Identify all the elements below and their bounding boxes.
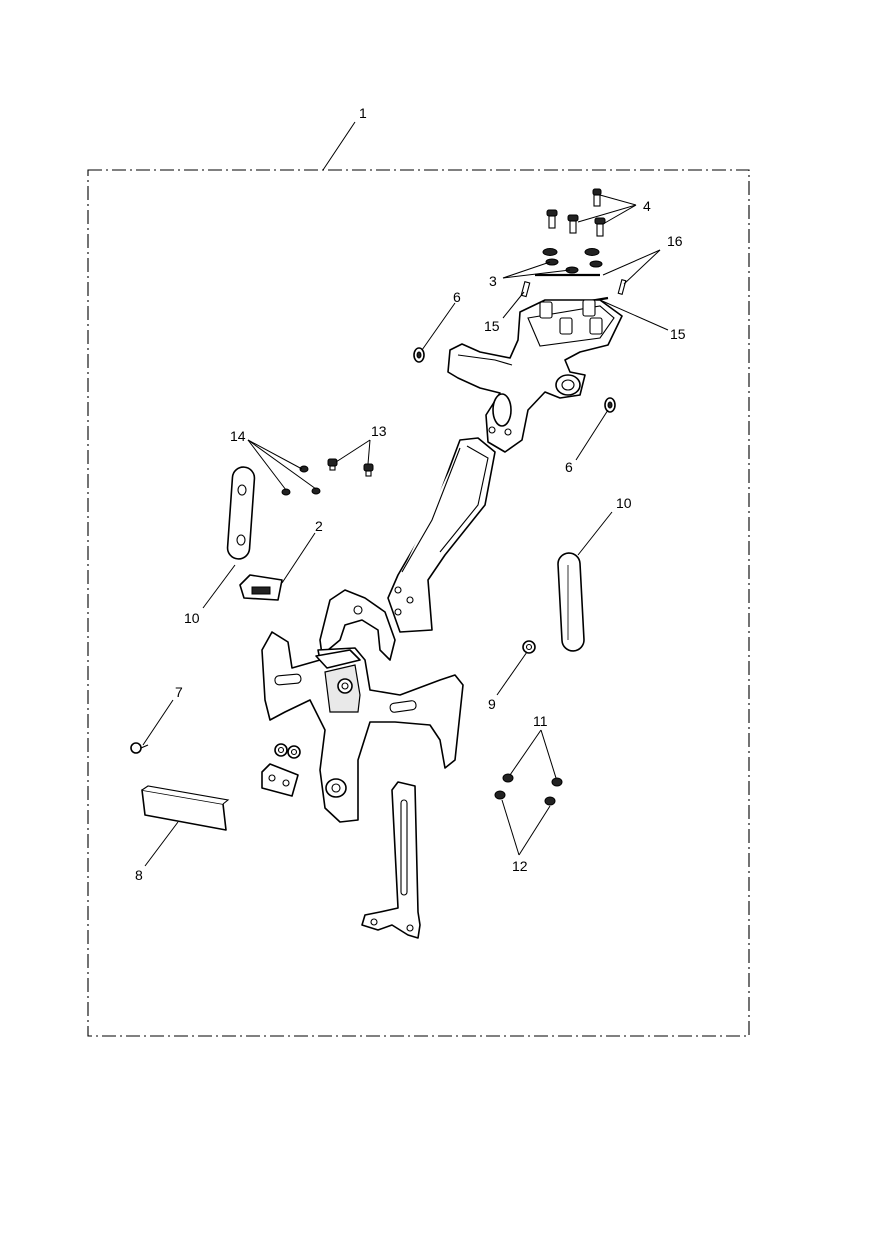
washers — [274, 743, 301, 759]
callout-13: 13 — [371, 423, 387, 439]
license-plate-stay — [361, 781, 421, 939]
nuts-part-11 — [502, 773, 563, 787]
screw-part-7 — [130, 742, 149, 754]
screws-part-13 — [327, 458, 374, 477]
nut-part-6-lower — [604, 397, 616, 413]
washers-part-12 — [494, 790, 556, 806]
callout-6-upper: 6 — [453, 289, 461, 305]
callout-16: 16 — [667, 233, 683, 249]
callout-12: 12 — [512, 858, 528, 874]
callout-8: 8 — [135, 867, 143, 883]
screws-part-14 — [281, 465, 321, 496]
rubber-pad-part-10-left — [226, 466, 256, 560]
callout-4: 4 — [643, 198, 651, 214]
callout-labels: 1 2 3 4 6 6 7 8 9 10 10 11 12 13 14 15 1… — [135, 105, 686, 883]
central-support-arm — [387, 437, 496, 633]
pins-part-16 — [535, 273, 627, 295]
nut-part-6-upper — [413, 347, 425, 363]
rubber-pad-part-10-right — [557, 552, 585, 652]
callout-3: 3 — [489, 273, 497, 289]
callout-14: 14 — [230, 428, 246, 444]
nut-part-9 — [522, 640, 536, 654]
bolts-part-4 — [546, 188, 606, 237]
callout-10-left: 10 — [184, 610, 200, 626]
callout-11: 11 — [533, 713, 548, 729]
callout-15-left: 15 — [484, 318, 500, 334]
kit-boundary-frame — [87, 169, 750, 1037]
callout-2: 2 — [315, 518, 323, 534]
spacers-part-3 — [542, 248, 603, 274]
reflector-part-8 — [141, 785, 230, 831]
callout-7: 7 — [175, 684, 183, 700]
bracket-part-2 — [239, 574, 283, 601]
upper-mounting-bracket — [447, 299, 623, 453]
leader-lines — [142, 121, 669, 867]
callout-15-right: 15 — [670, 326, 686, 342]
number-plate-holder — [261, 631, 464, 823]
clamp-block — [261, 763, 299, 797]
callout-1: 1 — [359, 105, 367, 121]
callout-9: 9 — [488, 696, 496, 712]
callout-10-right: 10 — [616, 495, 632, 511]
callout-6-lower: 6 — [565, 459, 573, 475]
